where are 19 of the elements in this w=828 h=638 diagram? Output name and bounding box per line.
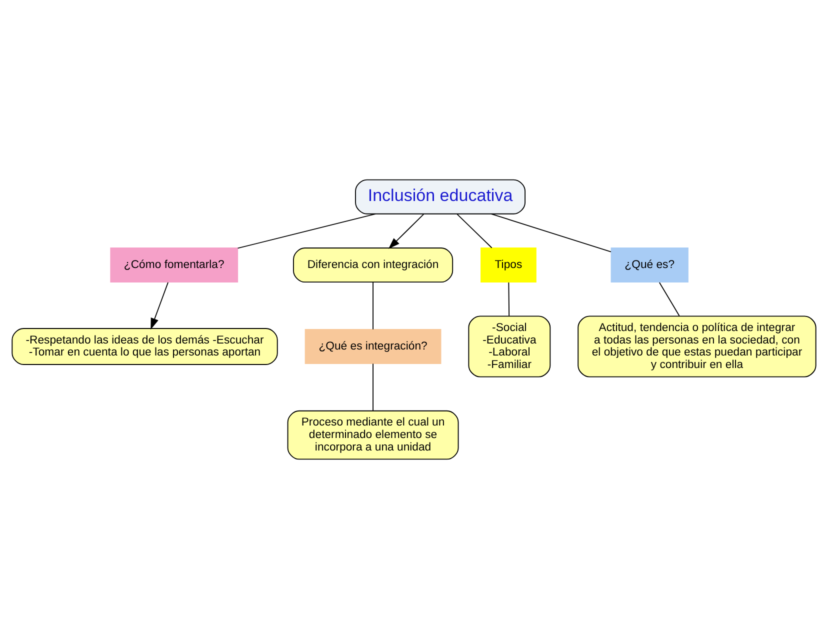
node-box: ¿Cómo fomentarla? bbox=[110, 247, 238, 282]
connector bbox=[508, 282, 510, 316]
node-box: Actitud, tendencia o política de integrar a todas las personas en la sociedad, con el objetivo de que estas puedan participar y contribuir en ella bbox=[578, 315, 816, 377]
arrow bbox=[388, 213, 424, 248]
arrow bbox=[150, 282, 169, 330]
connector bbox=[456, 213, 492, 248]
node-box: Tipos bbox=[480, 247, 536, 282]
connector bbox=[490, 212, 612, 252]
connector bbox=[237, 212, 376, 248]
connector bbox=[658, 282, 680, 316]
node-box: Diferencia con integración bbox=[293, 247, 454, 282]
node-box: ¿Qué es? bbox=[610, 247, 688, 282]
node-box: -Social -Educativa -Laboral -Familiar bbox=[468, 315, 551, 377]
connector bbox=[372, 362, 374, 411]
node-box: -Respetando las ideas de los demás -Escuchar -Tomar en cuenta lo que las personas aportan bbox=[12, 328, 278, 364]
node-box: ¿Qué es integración? bbox=[304, 328, 442, 364]
node-box: Proceso mediante el cual un determinado elemento se incorpora a una unidad bbox=[287, 410, 459, 460]
connector bbox=[372, 282, 374, 330]
node-box: Inclusión educativa bbox=[355, 178, 526, 214]
